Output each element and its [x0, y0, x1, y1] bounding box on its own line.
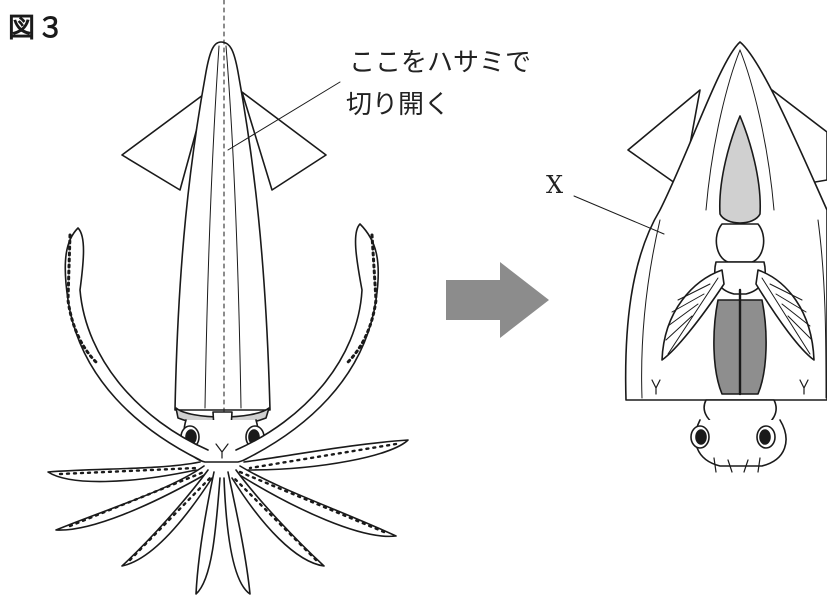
dissected-right-pupil — [760, 430, 770, 444]
x-leader-line — [574, 196, 664, 234]
mantle — [175, 42, 270, 410]
arrow-right — [446, 262, 549, 338]
right-fin — [242, 92, 326, 190]
squid-dissected — [626, 42, 827, 472]
visceral-center — [716, 224, 763, 262]
arm-l3 — [122, 470, 212, 566]
arm-r3 — [232, 470, 324, 566]
squid-outline — [48, 42, 408, 594]
dissected-left-pupil — [696, 430, 706, 444]
